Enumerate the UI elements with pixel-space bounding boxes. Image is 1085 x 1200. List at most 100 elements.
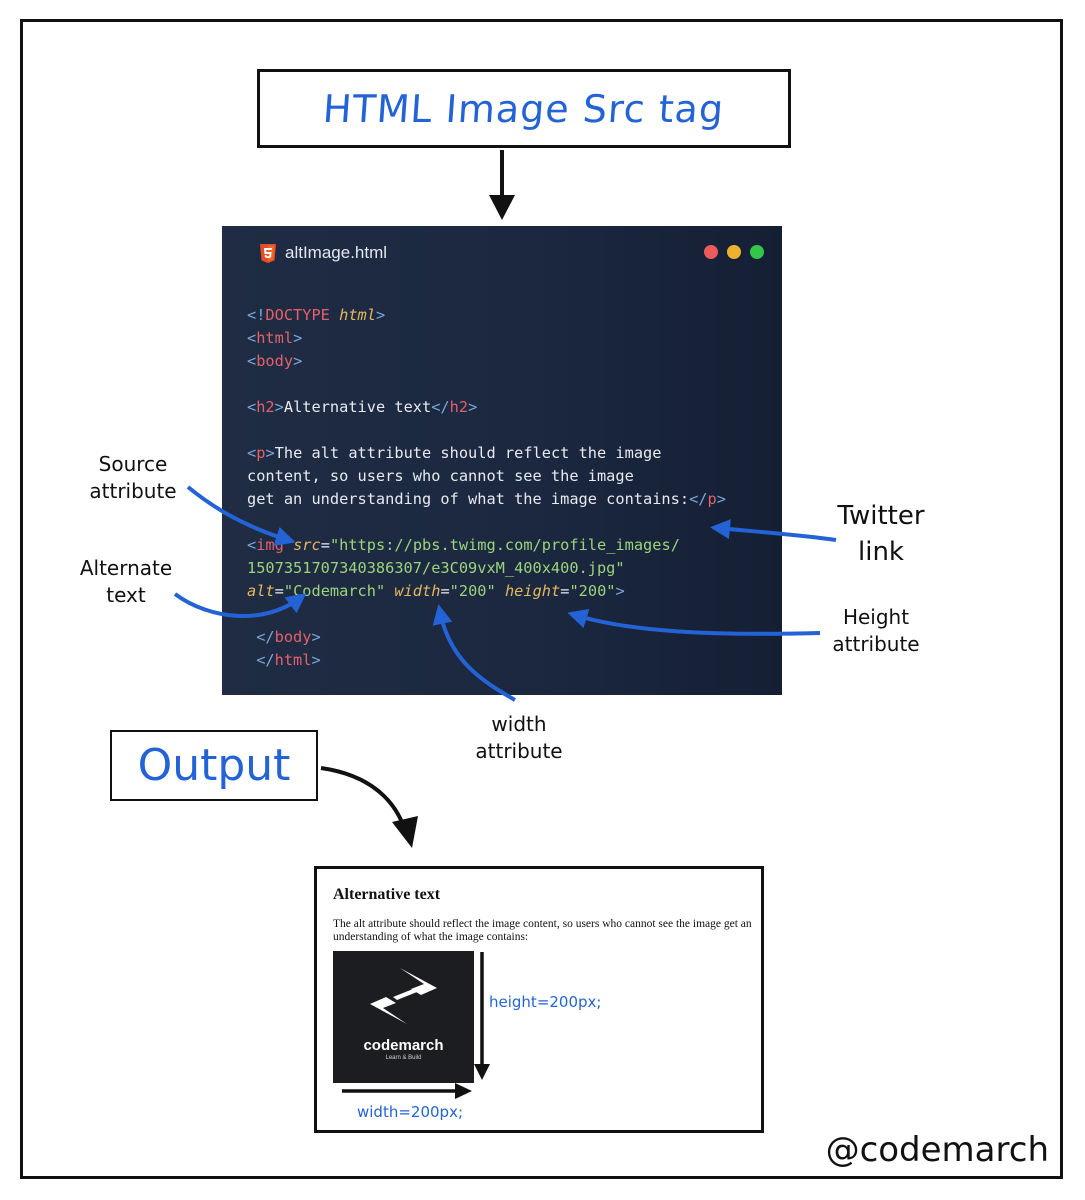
code-token: = [440, 582, 450, 600]
code-token: > [274, 398, 284, 416]
code-token: alt [247, 582, 275, 600]
title-down-arrow [489, 150, 515, 220]
codemarch-logo-image: codemarch Learn & Build [333, 951, 474, 1083]
code-token: body [256, 352, 294, 370]
annotation-line: Height [842, 605, 910, 629]
source-attribute-annotation: Source attribute [72, 451, 194, 505]
outer-frame [20, 19, 1063, 1179]
code-token: > [375, 306, 386, 324]
source-attribute-arrow [186, 485, 296, 546]
code-token: src [293, 536, 321, 554]
width-attribute-arrow [432, 604, 516, 702]
twitter-link-arrow [710, 519, 837, 542]
code-token: > [716, 490, 726, 508]
code-line: <html> [247, 327, 726, 350]
code-token: > [265, 444, 275, 462]
title-box: HTML Image Src tag [257, 69, 791, 148]
height-dimension-label: height=200px; [489, 993, 602, 1011]
annotation-line: Source [98, 452, 168, 476]
code-line: </html> [247, 649, 726, 672]
annotation-line: link [858, 537, 904, 567]
code-line: content, so users who cannot see the ima… [247, 465, 726, 488]
height-attribute-arrow [567, 608, 821, 636]
code-token: The alt attribute should reflect the ima… [274, 444, 662, 462]
code-token: h2 [449, 398, 469, 416]
maximize-dot [750, 245, 764, 259]
code-token: h2 [256, 398, 275, 416]
code-token: > [615, 582, 625, 600]
code-token: body [274, 628, 312, 646]
annotation-line: attribute [832, 632, 920, 656]
code-token: Alternative text [283, 398, 432, 416]
logo-tagline: Learn & Build [385, 1055, 422, 1061]
code-token: > [293, 352, 303, 370]
code-token: p [256, 444, 266, 462]
code-token: </ [431, 398, 450, 416]
code-token: < [247, 536, 257, 554]
code-token: </ [256, 628, 275, 646]
code-token: </ [256, 651, 275, 669]
code-token: html [274, 651, 312, 669]
annotation-line: attribute [89, 479, 177, 503]
twitter-link-annotation: Twitter link [812, 498, 950, 570]
code-token: = [560, 582, 570, 600]
author-handle: @codemarch [825, 1130, 1049, 1170]
width-dimension-arrow [342, 1083, 472, 1099]
alternate-text-arrow [173, 592, 307, 618]
code-line: </body> [247, 626, 726, 649]
close-dot [704, 245, 718, 259]
annotation-line: text [106, 583, 146, 607]
code-line: <!DOCTYPE html> [247, 304, 726, 327]
annotation-line: attribute [475, 739, 563, 763]
code-token: = [274, 582, 284, 600]
code-line: get an understanding of what the image c… [247, 488, 726, 511]
alternate-text-annotation: Alternate text [62, 555, 190, 609]
code-window-header: altImage.html [222, 226, 782, 282]
output-box: Output [110, 730, 318, 801]
code-token: = [320, 536, 330, 554]
code-token: html [256, 329, 294, 347]
code-token: <! [247, 306, 266, 324]
code-line: 1507351707340386307/e3C09vxM_400x400.jpg… [247, 557, 726, 580]
codemarch-logo-icon [370, 968, 437, 1024]
html5-icon [260, 244, 276, 263]
browser-preview: Alternative text The alt attribute shoul… [314, 866, 764, 1133]
code-token: > [311, 628, 321, 646]
code-token: "Codemarch" [283, 582, 386, 600]
code-token: </ [689, 490, 708, 508]
code-token: get an understanding of what the image c… [247, 490, 690, 508]
code-token: html [339, 306, 376, 324]
code-token: 1507351707340386307/e3C09vxM_400x400.jpg… [247, 559, 625, 577]
logo-wordmark: codemarch [363, 1037, 444, 1054]
width-attribute-annotation: width attribute [458, 711, 580, 765]
code-token: "200" [449, 582, 496, 600]
preview-heading: Alternative text [333, 886, 441, 903]
code-line: <body> [247, 350, 726, 373]
code-token: < [247, 352, 257, 370]
height-dimension-arrow [474, 952, 490, 1080]
output-label: Output [137, 740, 291, 791]
height-attribute-annotation: Height attribute [815, 604, 937, 658]
code-token: p [707, 490, 717, 508]
file-name: altImage.html [285, 243, 388, 262]
minimize-dot [727, 245, 741, 259]
code-token: "https://pbs.twimg.com/profile_images/ [329, 536, 680, 554]
code-token: height [504, 582, 561, 600]
code-token: > [293, 329, 303, 347]
code-line: alt="Codemarch" width="200" height="200"… [247, 580, 726, 603]
code-block: <!DOCTYPE html><html><body> <h2>Alternat… [247, 304, 726, 672]
annotation-line: width [491, 712, 547, 736]
code-token: > [311, 651, 321, 669]
preview-paragraph: The alt attribute should reflect the ima… [333, 918, 752, 943]
code-token: < [247, 329, 257, 347]
output-arrow [320, 766, 418, 848]
code-token: "200" [569, 582, 616, 600]
width-dimension-label: width=200px; [357, 1103, 463, 1121]
annotation-line: Alternate [79, 556, 173, 580]
code-token: width [394, 582, 441, 600]
code-token: DOCTYPE [265, 306, 330, 324]
code-token: content, so users who cannot see the ima… [247, 467, 634, 485]
code-line: <p>The alt attribute should reflect the … [247, 442, 726, 465]
code-line: <h2>Alternative text</h2> [247, 396, 726, 419]
